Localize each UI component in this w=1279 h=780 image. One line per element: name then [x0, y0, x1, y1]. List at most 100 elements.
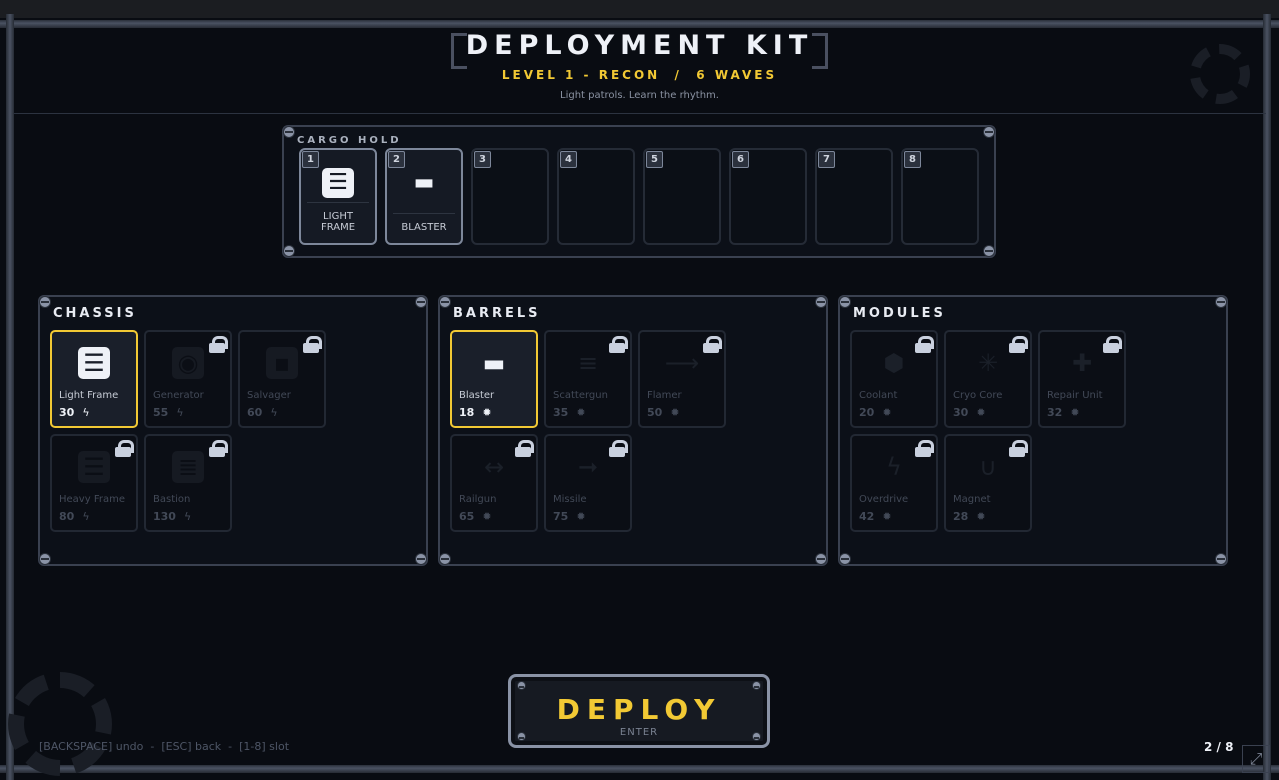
frame-icon: ☰ [322, 168, 354, 198]
screw-icon [283, 126, 295, 138]
cargo-slot-3[interactable]: 3 [471, 148, 549, 245]
item-card-missile[interactable]: ➞ Missile 75✹ [544, 434, 632, 532]
magnet-icon: ∪ [979, 453, 997, 481]
bolt-icon: ϟ [183, 510, 192, 523]
item-name: Light Frame [59, 390, 119, 401]
cargo-slot-2[interactable]: 2▬BLASTER [385, 148, 463, 245]
cargo-slot-6[interactable]: 6 [729, 148, 807, 245]
railgun-icon: ↔ [483, 453, 505, 481]
pipe-bottom [0, 765, 1279, 773]
lock-icon [703, 336, 722, 353]
screw-icon [815, 553, 827, 565]
frame-icon: ☰ [78, 347, 110, 379]
page-title: DEPLOYMENT KIT [465, 30, 814, 61]
lock-icon [515, 440, 534, 457]
slot-number: 2 [388, 151, 405, 168]
slot-number: 8 [904, 151, 921, 168]
screw-icon [839, 553, 851, 565]
bastion-icon: ≣ [172, 451, 204, 483]
gear-icon: ✹ [482, 510, 492, 523]
item-cost: 35✹ [553, 406, 586, 419]
category-title: BARRELS [453, 306, 541, 321]
cargo-hold-title: CARGO HOLD [297, 135, 402, 146]
screw-icon [415, 296, 427, 308]
blaster-icon: ▬ [482, 349, 506, 377]
keyboard-hints: [BACKSPACE] undo - [ESC] back - [1-8] sl… [39, 740, 290, 753]
fullscreen-icon[interactable]: ⤢ [1242, 745, 1270, 773]
heavy-frame-icon: ☰ [78, 451, 110, 483]
title-bracket-left [451, 33, 467, 69]
slot-number: 5 [646, 151, 663, 168]
deploy-button[interactable]: DEPLOY ENTER [508, 674, 770, 748]
screw-icon [39, 296, 51, 308]
scattergun-icon: ≡ [577, 349, 599, 377]
bolt-icon: ϟ [82, 510, 90, 523]
cargo-slot-4[interactable]: 4 [557, 148, 635, 245]
item-cost: 75✹ [553, 510, 586, 523]
lock-icon [1009, 440, 1028, 457]
gear-icon: ✹ [882, 406, 892, 419]
screw-icon [39, 553, 51, 565]
level-subtitle: LEVEL 1 - RECON / 6 WAVES [501, 68, 778, 82]
screw-icon [839, 296, 851, 308]
deploy-label: DEPLOY [556, 693, 722, 726]
missile-icon: ➞ [577, 453, 599, 481]
item-name: Repair Unit [1047, 390, 1103, 401]
item-name: Missile [553, 494, 587, 505]
item-card-coolant[interactable]: ⬢ Coolant 20✹ [850, 330, 938, 428]
screw-icon [983, 245, 995, 257]
pipe-top [0, 20, 1279, 28]
title-bracket-right [812, 33, 828, 69]
bolt-icon: ϟ [176, 406, 184, 419]
screw-icon [415, 553, 427, 565]
item-name: Coolant [859, 390, 898, 401]
lock-icon [115, 440, 134, 457]
header-divider [14, 113, 1266, 114]
lock-icon [609, 440, 628, 457]
item-name: Flamer [647, 390, 682, 401]
category-title: CHASSIS [53, 306, 137, 321]
screw-icon [1215, 553, 1227, 565]
item-cost: 20✹ [859, 406, 892, 419]
item-cost: 32✹ [1047, 406, 1080, 419]
cargo-slot-8[interactable]: 8 [901, 148, 979, 245]
hexagon-icon: ⬢ [883, 349, 905, 377]
snowflake-icon: ✳ [977, 349, 999, 377]
bolt-icon: ϟ [82, 406, 90, 419]
pipe-right [1263, 14, 1271, 780]
cargo-slot-1[interactable]: 1☰LIGHT FRAME [299, 148, 377, 245]
item-cost: 28✹ [953, 510, 986, 523]
blaster-icon: ▬ [413, 170, 435, 195]
item-cost: 18✹ [459, 406, 492, 419]
level-description: Light patrols. Learn the rhythm. [560, 90, 719, 101]
cargo-slot-7[interactable]: 7 [815, 148, 893, 245]
gear-icon: ✹ [576, 406, 586, 419]
item-cost: 42✹ [859, 510, 892, 523]
screw-icon [283, 245, 295, 257]
screw-icon [1215, 296, 1227, 308]
cargo-slot-5[interactable]: 5 [643, 148, 721, 245]
pipe-left [6, 14, 14, 780]
screw-icon [815, 296, 827, 308]
gear-icon: ✹ [670, 406, 680, 419]
gear-icon: ✹ [882, 510, 892, 523]
lock-icon [609, 336, 628, 353]
